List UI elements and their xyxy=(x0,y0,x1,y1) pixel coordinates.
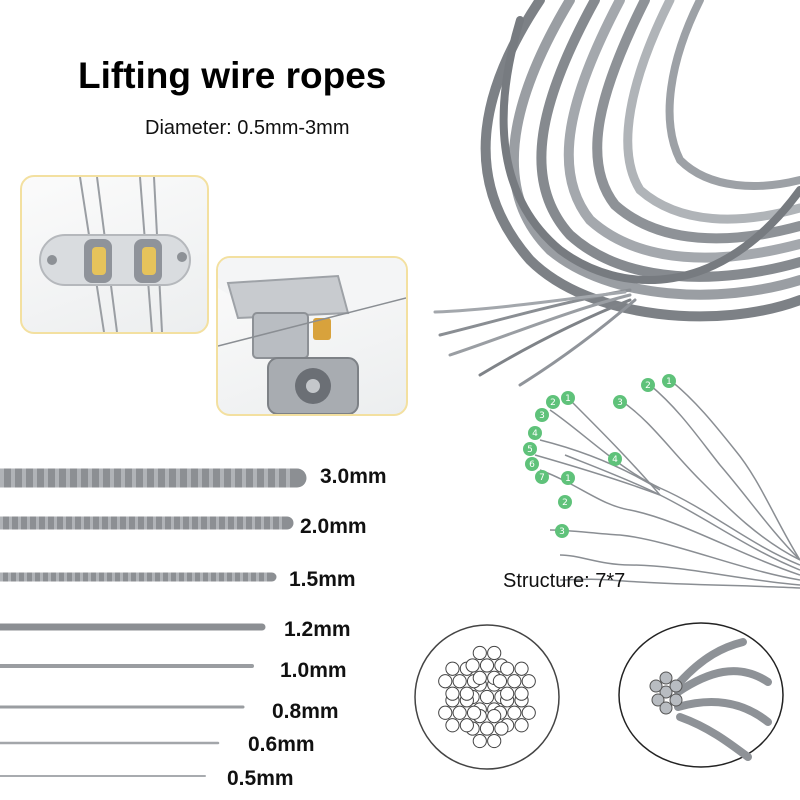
cut-end-photo xyxy=(618,622,784,768)
structure-label: Structure: 7*7 xyxy=(503,570,626,592)
size-label-1-5mm: 1.5mm xyxy=(289,568,356,591)
size-label-2-0mm: 2.0mm xyxy=(300,515,367,538)
cross-section-wire xyxy=(472,670,487,686)
size-label-1-2mm: 1.2mm xyxy=(284,618,351,641)
cross-section-wire xyxy=(479,721,495,736)
cross-section-diagram xyxy=(414,624,560,770)
pulley-plate-illustration xyxy=(39,177,191,332)
cross-section-wire xyxy=(438,674,453,689)
cross-section-wire xyxy=(445,686,460,701)
pulley-plate-photo xyxy=(20,175,209,334)
ceiling-pulley-illustration xyxy=(218,258,406,414)
cross-section-wire xyxy=(487,708,502,724)
cross-section-wire xyxy=(487,645,502,661)
size-label-0-5mm: 0.5mm xyxy=(227,767,294,790)
diameter-subtitle: Diameter: 0.5mm-3mm xyxy=(145,117,350,139)
strand-marker: 4 xyxy=(532,429,538,439)
strand-marker: 1 xyxy=(565,474,571,484)
cross-section-wire xyxy=(459,718,474,733)
cross-section-wire xyxy=(459,686,474,701)
strand-marker: 2 xyxy=(562,498,568,508)
strand-structure-diagram: 1 2 3 4 5 6 7 1 2 3 4 1 2 3 xyxy=(523,374,800,589)
cross-section-wire xyxy=(507,674,522,689)
size-label-3-0mm: 3.0mm xyxy=(320,465,387,488)
cross-section-wire xyxy=(438,705,453,720)
cross-section-wire xyxy=(487,733,502,749)
cross-section-wire xyxy=(452,674,467,689)
cross-section-wire xyxy=(507,705,522,720)
wire-coil-image xyxy=(433,0,800,387)
cross-section-wire xyxy=(514,686,529,701)
strand-marker: 3 xyxy=(539,411,545,421)
ceiling-pulley-photo xyxy=(216,256,408,416)
cross-section-wire xyxy=(492,674,508,689)
strand-marker: 1 xyxy=(666,377,672,387)
size-label-0-8mm: 0.8mm xyxy=(272,700,339,723)
strand-marker: 7 xyxy=(539,473,545,483)
cross-section-wire xyxy=(521,705,536,720)
strand-marker: 3 xyxy=(617,398,623,408)
cross-section-wire xyxy=(479,689,495,705)
strand-marker: 1 xyxy=(565,394,571,404)
size-label-0-6mm: 0.6mm xyxy=(248,733,315,756)
wire-samples xyxy=(0,468,307,777)
cross-section-wire xyxy=(445,661,460,676)
cross-section-wire xyxy=(465,658,480,673)
cross-section-wire xyxy=(514,661,529,676)
cross-section-wire xyxy=(466,705,482,720)
cross-section-wire xyxy=(514,718,529,733)
cross-section-wire xyxy=(500,686,515,701)
strand-marker: 2 xyxy=(550,398,556,408)
strand-marker: 6 xyxy=(529,460,535,470)
strand-marker: 3 xyxy=(559,527,565,537)
strand-marker: 5 xyxy=(527,445,533,455)
size-label-1-0mm: 1.0mm xyxy=(280,659,347,682)
strand-marker: 2 xyxy=(645,381,651,391)
cross-section-wire xyxy=(500,661,515,676)
cross-section-wire xyxy=(452,705,467,720)
strand-marker: 4 xyxy=(612,455,618,465)
page-title: Lifting wire ropes xyxy=(78,55,387,96)
cross-section-wire xyxy=(494,721,509,736)
cross-section-wire xyxy=(521,674,536,689)
cross-section-wire xyxy=(479,658,495,673)
cross-section-wire xyxy=(472,645,487,661)
cross-section-wire xyxy=(472,733,487,749)
cross-section-wire xyxy=(445,718,460,733)
